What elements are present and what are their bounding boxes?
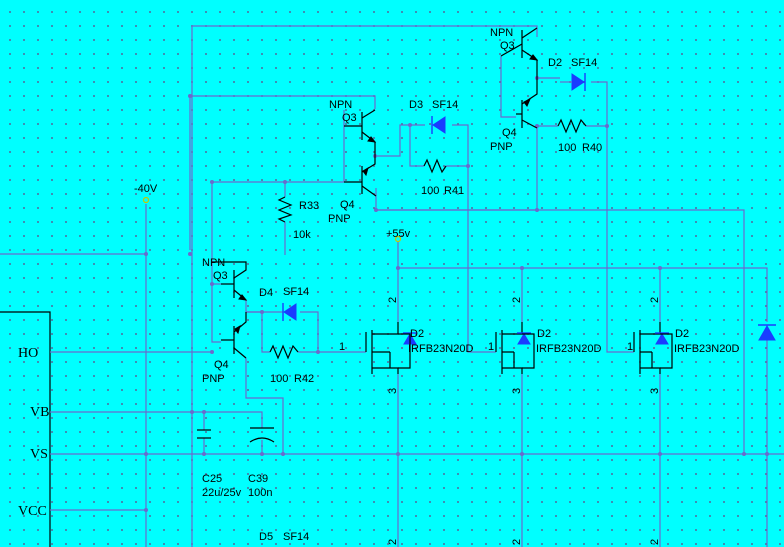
bottom-pin-c: 2 (649, 539, 661, 545)
low-npn-type: NPN (202, 257, 225, 269)
transistor-top-npn (500, 27, 539, 78)
mosfet-1-part: IRFB23N20D (408, 343, 473, 355)
c39-ref: C39 (248, 473, 268, 485)
mosfet-1-gate-pin: 1 (339, 341, 345, 353)
d4-part: SF14 (283, 286, 309, 298)
r41-value: 100 (421, 185, 439, 197)
mosfet-3-diode-ref: D2 (675, 328, 689, 340)
mosfet-2-part: IRFB23N20D (536, 343, 601, 355)
mosfet-2 (495, 322, 535, 374)
c25-value: 22u/25v (202, 487, 242, 499)
d3-part: SF14 (432, 99, 458, 111)
mosfet-2-source-pin: 3 (511, 388, 523, 394)
resistor-r40 (557, 118, 587, 134)
d4-ref: D4 (259, 287, 273, 299)
capacitor-c25 (197, 429, 211, 439)
top-pnp-type: PNP (490, 141, 513, 153)
mosfet-1-drain-pin: 2 (387, 297, 399, 303)
transistor-low-npn (212, 261, 248, 301)
mosfet-3-part: IRFB23N20D (674, 343, 739, 355)
pos-rail-marker (394, 235, 402, 243)
capacitor-c39 (249, 427, 275, 443)
c25-ref: C25 (202, 473, 222, 485)
d5-ref: D5 (259, 531, 273, 543)
bottom-pin-a: 2 (387, 539, 399, 545)
neg-rail-marker (142, 196, 150, 204)
top-diode-ref: D2 (548, 57, 562, 69)
low-npn-ref: Q3 (213, 270, 228, 282)
mosfet-3-source-pin: 3 (649, 388, 661, 394)
rail-pos-label: +55v (386, 228, 411, 240)
r42-value: 100 (270, 373, 288, 385)
mid-npn-ref: Q3 (342, 112, 357, 124)
diode-right-rail (758, 324, 776, 341)
mosfet-1-source-pin: 3 (387, 388, 399, 394)
labels: HO VB VS VCC -40V +55v NPN Q3 Q4 PNP D2 … (18, 27, 739, 545)
wiring (50, 25, 784, 547)
mosfet-2-diode-ref: D2 (537, 328, 551, 340)
mosfet-2-drain-pin: 2 (511, 297, 523, 303)
mid-pnp-type: PNP (328, 213, 351, 225)
c39-value: 100n (248, 487, 272, 499)
pin-vs: VS (30, 447, 48, 462)
r42-ref: R42 (294, 373, 314, 385)
top-pnp-ref: Q4 (502, 127, 517, 139)
resistor-r42 (269, 344, 299, 360)
resistor-r33 (277, 196, 293, 223)
r41-ref: R41 (444, 185, 464, 197)
low-pnp-ref: Q4 (214, 359, 229, 371)
bottom-pin-b: 2 (511, 539, 523, 545)
pin-vb: VB (30, 405, 49, 420)
transistor-mid-npn (344, 109, 377, 156)
transistor-mid-pnp (344, 156, 377, 197)
mosfet-1 (365, 322, 417, 374)
diode-d4 (282, 303, 297, 321)
d3-ref: D3 (409, 99, 423, 111)
resistor-r41 (423, 158, 447, 174)
d5-part: SF14 (283, 531, 309, 543)
junction-dots (144, 76, 769, 512)
top-diode-part: SF14 (571, 57, 597, 69)
transistor-low-pnp (221, 312, 247, 359)
low-pnp-type: PNP (202, 373, 225, 385)
pin-ho: HO (18, 346, 38, 361)
gate-driver-ic (0, 253, 146, 547)
r33-ref: R33 (299, 200, 319, 212)
diode-d2-top (560, 73, 586, 91)
rail-neg-label: -40V (134, 183, 158, 195)
mosfet-1-diode-ref: D2 (410, 328, 424, 340)
mid-pnp-ref: Q4 (340, 199, 355, 211)
mosfet-2-gate-pin: 1 (488, 341, 494, 353)
mosfet-3-drain-pin: 2 (649, 297, 661, 303)
top-npn-ref: Q3 (500, 40, 515, 52)
top-npn-type: NPN (490, 27, 513, 39)
pin-vcc: VCC (18, 504, 47, 519)
transistor-top-pnp (516, 78, 538, 129)
r40-value: 100 (558, 142, 576, 154)
mosfet-3-gate-pin: 1 (627, 341, 633, 353)
r33-value: 10k (293, 229, 311, 241)
mosfet-3 (633, 322, 673, 374)
mid-npn-type: NPN (329, 99, 352, 111)
diode-d3 (431, 116, 446, 134)
r40-ref: R40 (582, 142, 602, 154)
